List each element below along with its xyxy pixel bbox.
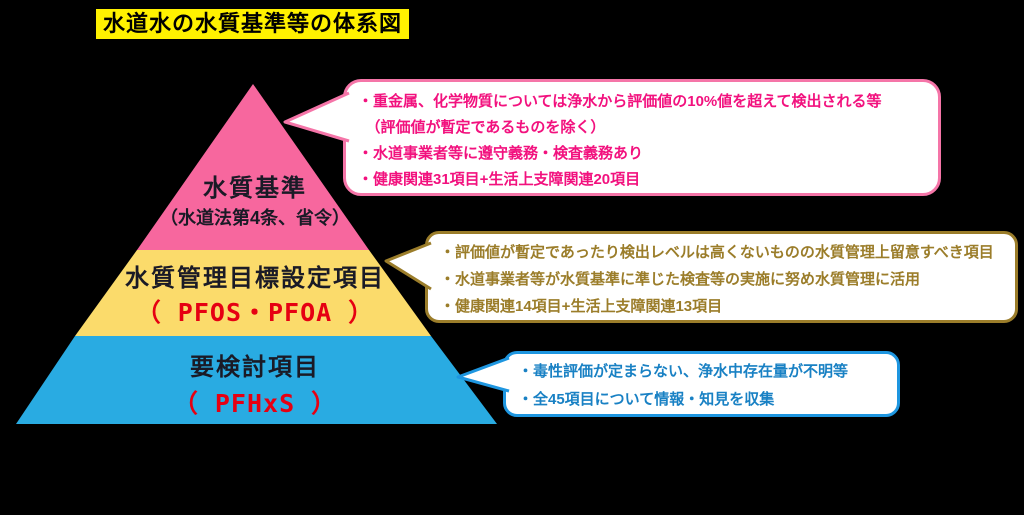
pyramid-level-top-sublabel: （水道法第4条、省令） <box>159 208 351 228</box>
callout-line: ・毒性評価が定まらない、浄水中存在量が不明等 <box>518 363 849 380</box>
callout-line: （評価値が暫定であるものを除く） <box>358 119 606 136</box>
callout-line: ・健康関連31項目+生活上支障関連20項目 <box>358 171 641 188</box>
pyramid-level-top-shape <box>137 84 369 250</box>
callout-line: ・水道事業者等が水質基準に準じた検査等の実施に努め水質管理に活用 <box>440 271 921 288</box>
pyramid-level-middle-sublabel: （ PFOS・PFOA ） <box>135 298 375 327</box>
callout-line: ・健康関連14項目+生活上支障関連13項目 <box>440 298 723 315</box>
pyramid-level-top-label: 水質基準 <box>203 175 307 202</box>
callout-box-management-target-items: ・評価値が暫定であったり検出レベルは高くないものの水質管理上留意すべき項目 ・水… <box>425 231 1018 323</box>
callout-line: ・水道事業者等に遵守義務・検査義務あり <box>358 145 644 162</box>
pyramid-level-bottom-shape <box>16 336 497 424</box>
callout-box-items-under-review: ・毒性評価が定まらない、浄水中存在量が不明等 ・全45項目について情報・知見を収… <box>503 351 900 417</box>
pyramid-level-middle-shape <box>75 250 431 336</box>
callout-line: ・全45項目について情報・知見を収集 <box>518 391 775 408</box>
pyramid-level-bottom-label: 要検討項目 <box>190 354 320 381</box>
page-title: 水道水の水質基準等の体系図 <box>96 9 410 39</box>
pyramid-level-bottom-sublabel: （ PFHxS ） <box>172 389 338 418</box>
callout-line: ・評価値が暫定であったり検出レベルは高くないものの水質管理上留意すべき項目 <box>440 244 994 261</box>
callout-line: ・重金属、化学物質については浄水から評価値の10%値を超えて検出される等 <box>358 93 882 110</box>
pyramid-level-middle-label: 水質管理目標設定項目 <box>125 265 385 292</box>
callout-box-water-quality-standards: ・重金属、化学物質については浄水から評価値の10%値を超えて検出される等 （評価… <box>343 79 941 196</box>
